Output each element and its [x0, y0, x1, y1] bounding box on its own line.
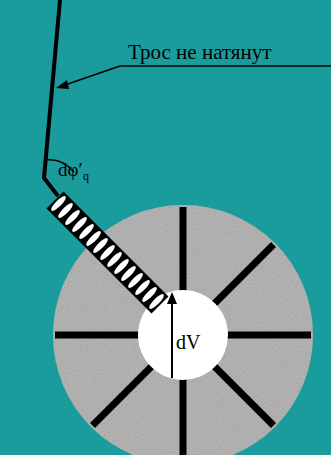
- arrow-line: [171, 300, 173, 378]
- angle-subscript: q: [83, 170, 89, 182]
- arrow-head: [167, 292, 177, 304]
- hub-circle: dV: [138, 290, 228, 380]
- callout-text: Трос не натянут: [128, 42, 271, 63]
- spoke: [211, 363, 273, 425]
- spoke: [180, 375, 187, 455]
- rope: [44, 0, 60, 196]
- hub: [138, 290, 228, 380]
- disk: [53, 205, 313, 455]
- spring: [49, 194, 165, 310]
- leader-head: [56, 80, 69, 89]
- angle-label: dφ′: [58, 160, 83, 179]
- spoke: [55, 332, 143, 339]
- disk-texture: [53, 205, 313, 455]
- spoke: [180, 207, 187, 295]
- leader-line: [62, 66, 120, 86]
- volume-label: dV: [176, 332, 200, 352]
- spoke: [92, 363, 154, 425]
- callout-underline: [120, 65, 331, 67]
- spring-coil: [49, 194, 67, 212]
- spring-body: [55, 200, 160, 305]
- spoke: [211, 244, 273, 306]
- spoke: [223, 332, 311, 339]
